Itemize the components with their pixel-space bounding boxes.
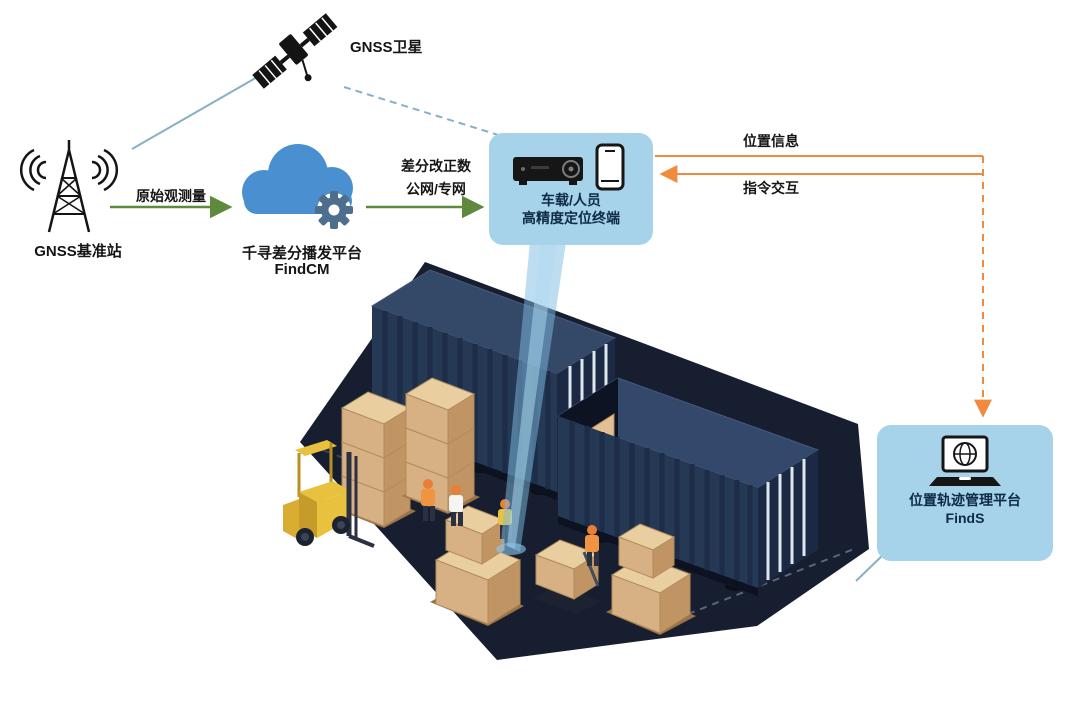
worker-1 — [421, 479, 435, 521]
terminal-label-line2: 高精度定位终端 — [522, 210, 620, 226]
smartphone-icon — [595, 143, 625, 191]
cloud-platform-product-label: FindCM — [274, 261, 330, 278]
cloud-platform-label: 千寻差分播发平台 — [241, 245, 362, 262]
vehicle-terminal-and-phone-icons — [513, 143, 625, 191]
pallet-stack-left — [338, 377, 480, 528]
warehouse-illustration — [283, 242, 869, 660]
position-info-label: 位置信息 — [743, 133, 799, 149]
terminal-label-line1: 车载/人员 — [541, 192, 601, 208]
correction-label: 差分改正数 — [401, 158, 471, 174]
terminal-node: 车载/人员 高精度定位终端 — [489, 133, 653, 245]
globe-icon — [953, 442, 977, 466]
arrow-position-info — [655, 155, 992, 418]
cloud-icon — [242, 144, 353, 229]
command-exchange-label: 指令交互 — [743, 180, 799, 196]
base-station-icon — [19, 140, 119, 233]
finds-bubble-tail — [855, 552, 886, 582]
connector-satellite-to-terminal — [343, 86, 509, 139]
network-label: 公网/专网 — [406, 181, 466, 197]
box-pile-right — [606, 523, 696, 635]
raw-observation-label: 原始观测量 — [136, 188, 206, 204]
worker-2 — [449, 485, 463, 526]
connector-satellite-to-base — [131, 71, 267, 150]
receiver-device-icon — [513, 157, 583, 185]
management-platform-label-line1: 位置轨迹管理平台 — [909, 492, 1021, 508]
gear-icon — [315, 191, 353, 229]
management-platform-label-line2: FindS — [945, 510, 985, 526]
forklift — [283, 440, 375, 548]
laptop-globe-icon — [929, 435, 1001, 486]
worker-4 — [585, 525, 599, 566]
positioning-beam — [496, 242, 566, 555]
satellite-label: GNSS卫星 — [350, 39, 423, 56]
management-platform-node: 位置轨迹管理平台 FindS — [877, 425, 1053, 561]
box-pile-center — [430, 505, 524, 626]
satellite-icon — [252, 13, 338, 89]
base-station-label: GNSS基准站 — [34, 243, 122, 260]
